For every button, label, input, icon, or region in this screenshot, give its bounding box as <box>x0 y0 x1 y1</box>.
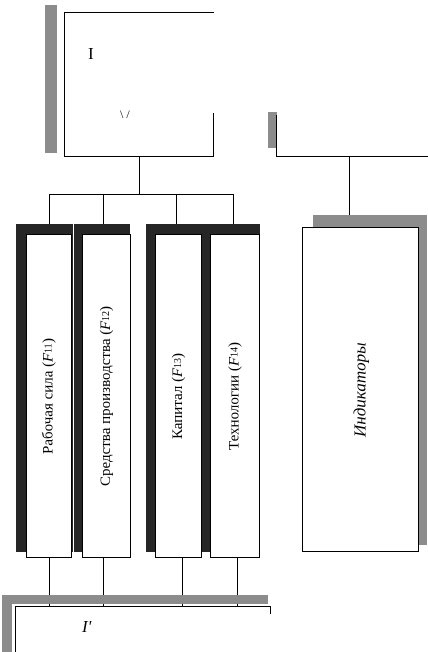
bottom-box-top-border <box>15 606 271 607</box>
connector-drop-3 <box>176 194 177 234</box>
connector-bottom-3 <box>182 558 183 606</box>
top-box-shadow-top <box>45 5 57 9</box>
connector-top-right-stem <box>349 157 350 228</box>
connector-bottom-1 <box>49 558 50 606</box>
top-box-bottom-border <box>64 156 214 157</box>
connector-bottom-2 <box>103 558 104 606</box>
connector-drop-1 <box>49 194 50 234</box>
top-right-bottom-border <box>276 156 428 157</box>
connector-drop-2 <box>103 194 104 234</box>
connector-top-hbar <box>49 194 234 195</box>
top-box-text-fragment-1: I <box>88 44 94 63</box>
indicators-label: Индикаторы <box>350 342 370 437</box>
indicators-box: Индикаторы <box>302 227 419 552</box>
bottom-box-text-fragment: I' <box>82 617 92 636</box>
top-box-shadow <box>45 5 57 153</box>
bottom-box-left-border <box>15 606 16 652</box>
connector-top-left-stem <box>139 157 140 194</box>
top-box-right-border <box>213 113 214 157</box>
top-box-left-border <box>64 12 65 156</box>
top-right-left-border <box>276 115 277 157</box>
bottom-box-shadow-left <box>2 595 12 652</box>
bottom-box-shadow <box>2 595 268 604</box>
top-box-text-fragment-2: \ / <box>120 107 130 121</box>
connector-drop-4 <box>233 194 234 234</box>
top-right-shadow <box>268 112 277 148</box>
top-box-top-border <box>64 12 214 13</box>
bottom-box-right-border <box>270 606 271 614</box>
connector-bottom-4 <box>237 558 238 606</box>
